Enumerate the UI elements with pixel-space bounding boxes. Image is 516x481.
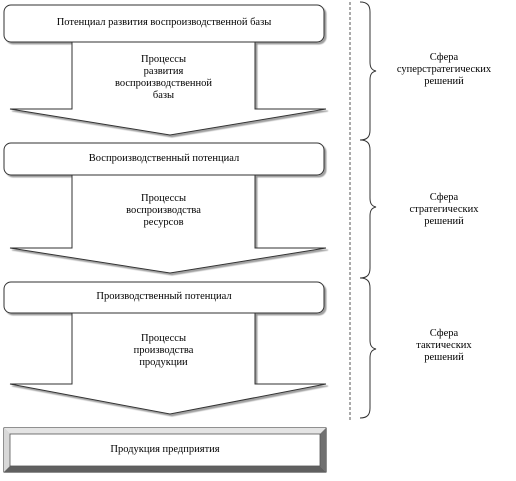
- sphere-strategic-label: Сфера стратегических решений: [409, 191, 479, 228]
- arrow-reproduction-processes: [9, 174, 327, 274]
- box-reproduction-potential-label: Воспроизводственный потенциал: [88, 152, 240, 164]
- arrow-development-processes-label: Процессы развития воспроизводственной ба…: [114, 53, 213, 102]
- brace-superstrategic: [359, 1, 377, 141]
- brace-strategic: [359, 139, 377, 279]
- arrow-production-processes: [9, 312, 327, 415]
- box-enterprise-products-label: Продукция предприятия: [110, 443, 220, 455]
- brace-tactical: [359, 277, 377, 419]
- arrow-development-processes: [9, 41, 327, 136]
- box-development-potential-label: Потенциал развития воспроизводственной б…: [56, 17, 272, 29]
- arrow-production-processes-label: Процессы производства продукции: [133, 332, 194, 369]
- box-enterprise-products: [3, 427, 327, 473]
- sphere-superstrategic-label: Сфера суперстратегических решений: [396, 51, 492, 88]
- arrow-reproduction-processes-label: Процессы воспроизводства ресурсов: [126, 192, 201, 229]
- sphere-tactical-label: Сфера тактических решений: [416, 327, 472, 364]
- box-production-potential-label: Производственный потенциал: [96, 291, 232, 303]
